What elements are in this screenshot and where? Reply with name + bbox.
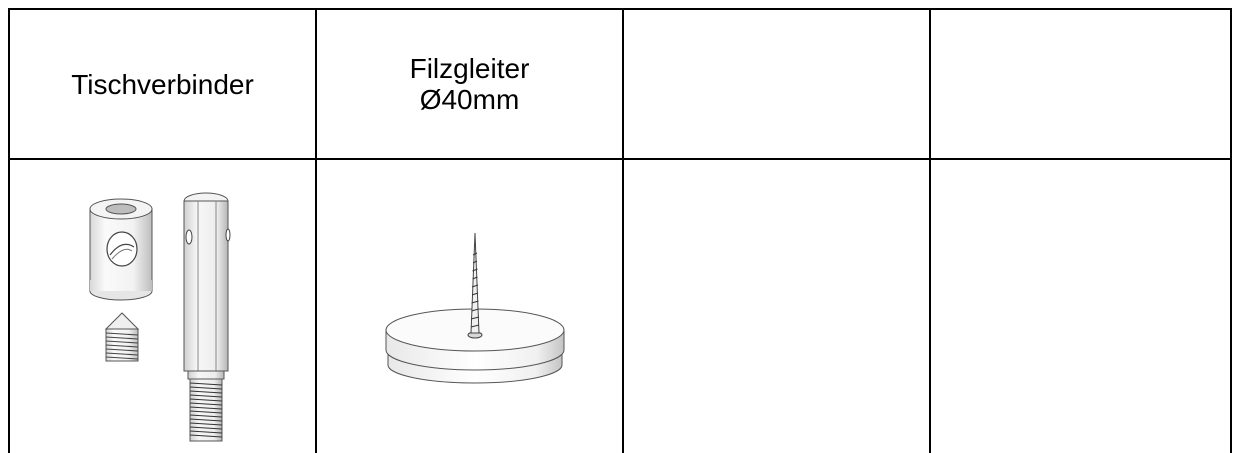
header-cell-empty-4 bbox=[931, 10, 1230, 158]
table-col-divider-2 bbox=[622, 8, 624, 453]
table-border-right bbox=[1230, 8, 1232, 453]
grub-screw-part bbox=[104, 312, 140, 362]
header-cell-empty-3 bbox=[624, 10, 929, 158]
connector-pin-part bbox=[183, 192, 231, 442]
barrel-nut-part bbox=[89, 198, 153, 301]
table-border-left bbox=[8, 8, 10, 453]
table-connector-illustration bbox=[89, 192, 231, 442]
table-col-divider-3 bbox=[929, 8, 931, 453]
header-cell-tischverbinder: Tischverbinder bbox=[71, 68, 254, 100]
table-row-divider bbox=[8, 158, 1232, 160]
header-cell-filzgleiter: Filzgleiter Ø40mm bbox=[409, 53, 530, 115]
table-col-divider-1 bbox=[315, 8, 317, 453]
table-border-top bbox=[8, 8, 1232, 10]
felt-glide-illustration bbox=[385, 232, 565, 384]
